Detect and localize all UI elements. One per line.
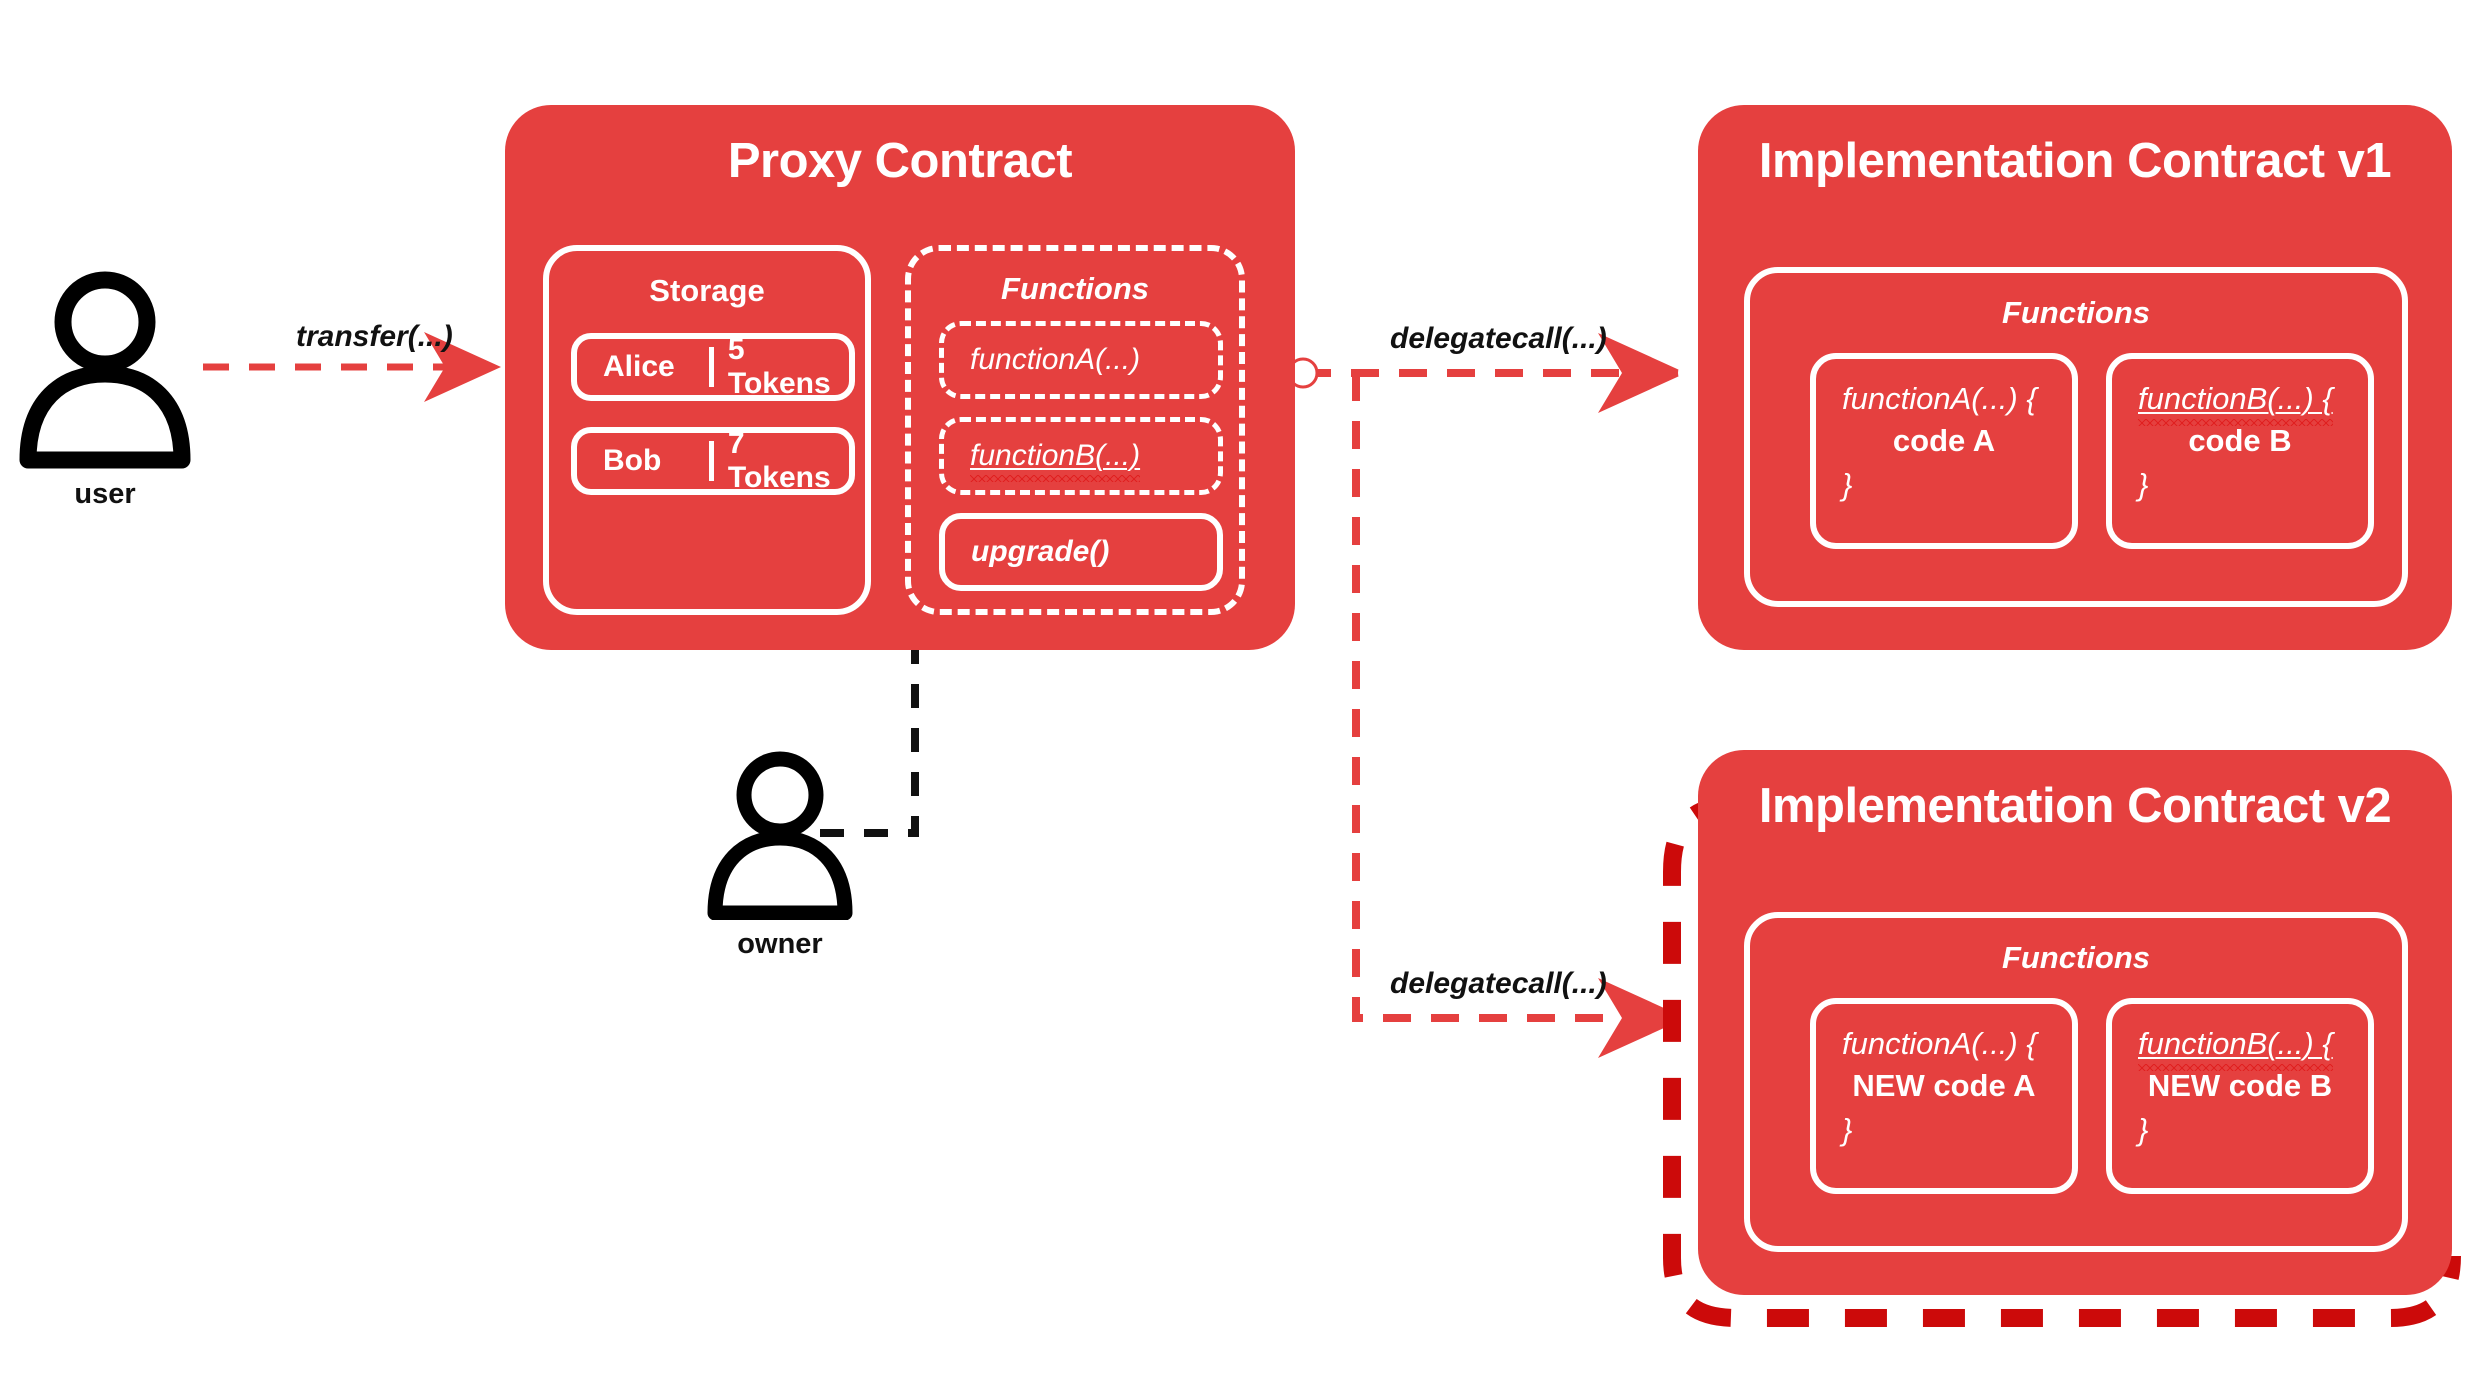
proxy-contract-title: Proxy Contract (727, 134, 1073, 188)
v1-signature-a: functionA(...) { (1842, 381, 2037, 416)
v2-functions-title: Functions (2001, 940, 2151, 975)
edge-label-transfer: transfer(...) (296, 320, 453, 353)
storage-row-name: Bob (603, 444, 662, 477)
v1-signature-b: functionB(...) { (2138, 381, 2333, 426)
v1-body-a: code A (1892, 423, 1996, 458)
v2-signature-b: functionB(...) { (2138, 1026, 2333, 1071)
v2-signature-a: functionA(...) { (1842, 1026, 2037, 1061)
proxy-storage-panel: Storage Alice 5 Tokens Bob 7 Tokens (543, 245, 871, 615)
v2-code-box-b: functionB(...) { NEW code B } (2106, 998, 2374, 1194)
function-a-chip[interactable]: functionA(...) (939, 321, 1223, 399)
storage-row-amount: 5 Tokens (727, 333, 831, 400)
storage-separator (709, 441, 714, 481)
actor-user: user (10, 270, 200, 520)
function-b-label: functionB(...) (970, 439, 1141, 482)
edge-delegatecall-v2 (1352, 373, 1686, 1058)
v2-close-b: } (2138, 1112, 2149, 1147)
edge-delegatecall-v1 (1287, 333, 1686, 413)
proxy-storage-title: Storage (649, 273, 765, 308)
v2-body-a: NEW code A (1852, 1068, 2036, 1103)
implementation-contract-v2[interactable]: Implementation Contract v2 Functions fun… (1698, 750, 2452, 1295)
proxy-functions-title: Functions (1000, 271, 1150, 306)
v2-body-b: NEW code B (2147, 1068, 2333, 1103)
function-a-label: functionA(...) (970, 343, 1141, 376)
v1-code-box-a: functionA(...) { code A } (1810, 353, 2078, 549)
v1-close-a: } (1842, 467, 1853, 502)
v2-close-a: } (1842, 1112, 1853, 1147)
v2-code-box-a: functionA(...) { NEW code A } (1810, 998, 2078, 1194)
person-icon (19, 271, 191, 469)
v1-functions-title: Functions (2001, 295, 2151, 330)
v1-body-b: code B (2188, 423, 2292, 458)
upgrade-function[interactable]: upgrade() (939, 513, 1223, 591)
storage-separator (709, 347, 714, 387)
storage-row: Bob 7 Tokens (571, 427, 855, 495)
storage-row-amount: 7 Tokens (727, 427, 831, 494)
v1-functions-panel: Functions functionA(...) { code A } func… (1744, 267, 2408, 607)
edge-label-delegatecall-v2: delegatecall(...) (1390, 967, 1607, 1000)
storage-row-name: Alice (603, 350, 675, 383)
implementation-v1-title: Implementation Contract v1 (1758, 134, 2392, 188)
implementation-v2-title: Implementation Contract v2 (1758, 779, 2392, 833)
v2-functions-panel: Functions functionA(...) { NEW code A } … (1744, 912, 2408, 1252)
storage-row: Alice 5 Tokens (571, 333, 855, 401)
function-b-chip[interactable]: functionB(...) (939, 417, 1223, 495)
edge-label-delegatecall-v1: delegatecall(...) (1390, 322, 1607, 355)
proxy-contract[interactable]: Proxy Contract Storage Alice 5 Tokens Bo… (505, 105, 1295, 650)
v1-close-b: } (2138, 467, 2149, 502)
v1-code-box-b: functionB(...) { code B } (2106, 353, 2374, 549)
proxy-functions-panel: Functions functionA(...) functionB(...) … (905, 245, 1245, 615)
person-icon (707, 751, 853, 921)
actor-owner: owner (700, 750, 860, 970)
actor-owner-label: owner (737, 928, 823, 960)
actor-user-label: user (74, 478, 136, 510)
upgrade-function-label: upgrade() (971, 535, 1110, 568)
implementation-contract-v1[interactable]: Implementation Contract v1 Functions fun… (1698, 105, 2452, 650)
